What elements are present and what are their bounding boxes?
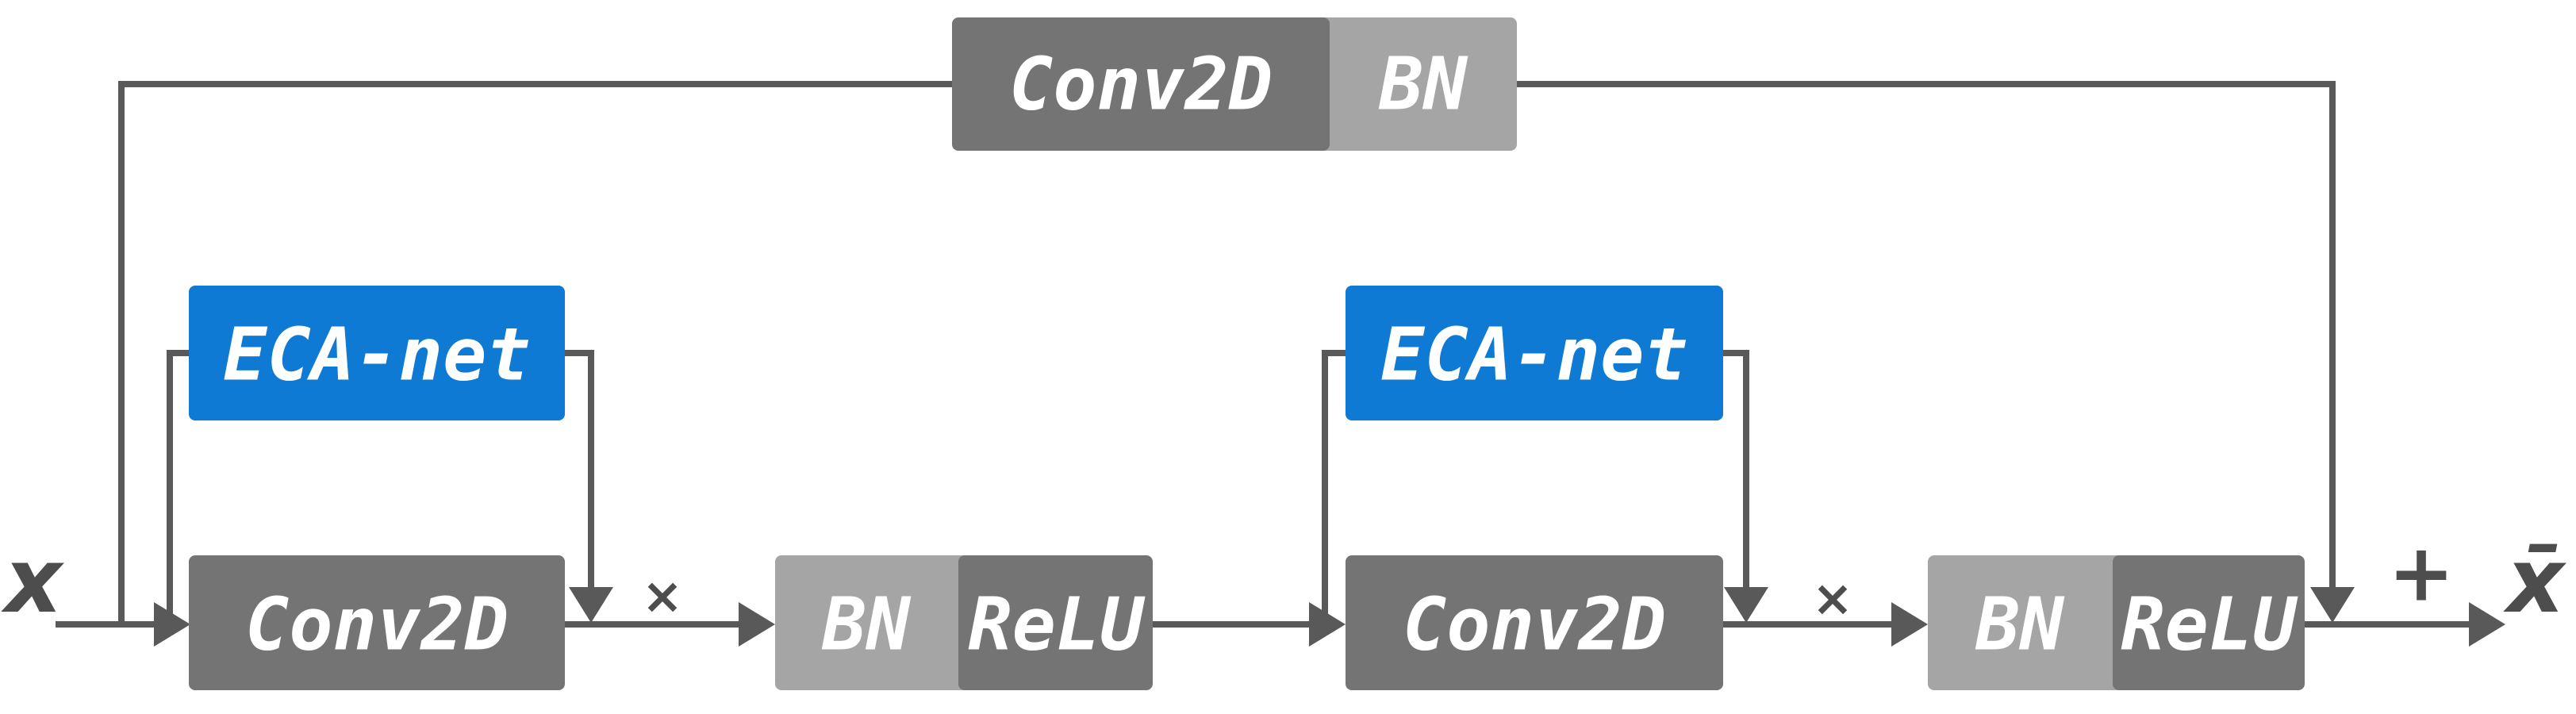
arrowhead-eca2-down-icon [1724,587,1768,623]
conv1-block [189,555,565,690]
conv2-block [1346,555,1723,690]
bn1-label: BN [822,582,912,667]
eca1-label: ECA-net [223,313,531,397]
multiply-symbol-1: × [642,567,683,625]
relu2-block [2113,555,2305,690]
relu1-label: ReLU [968,582,1146,667]
output-label: x̄ [2503,530,2567,633]
arrowhead-skip-down-icon [2310,587,2355,623]
skip-bn-block [1317,17,1517,151]
eca2-block [1346,286,1723,420]
input-label: x [1,530,65,633]
eca1-block [189,286,565,420]
arrowhead-into-bn1-icon [739,602,775,647]
arrowhead-into-bn2-icon [1891,602,1928,647]
bn1-block [775,555,974,690]
bn2-label: BN [1975,582,2065,667]
arrowhead-eca1-down-icon [569,587,613,623]
conv2-label: Conv2D [1403,582,1666,667]
skip-conv2d-block [952,17,1330,151]
skip-bn-label: BN [1379,42,1468,127]
eca2-input-branch-line [1322,350,1346,624]
eca1-output-branch-line [565,350,594,589]
eca1-input-branch-line [167,350,189,624]
eca2-label: ECA-net [1380,313,1688,397]
skip-conv2d-label: Conv2D [1009,42,1273,127]
multiply-symbol-2: × [1812,570,1853,628]
eca2-output-branch-line [1723,350,1749,589]
arrowhead-output-icon [2469,602,2505,647]
relu1-block [958,555,1153,690]
bn2-block [1928,555,2129,690]
conv1-label: Conv2D [245,582,509,667]
relu2-label: ReLU [2121,582,2298,667]
plus-symbol: + [2388,527,2455,620]
